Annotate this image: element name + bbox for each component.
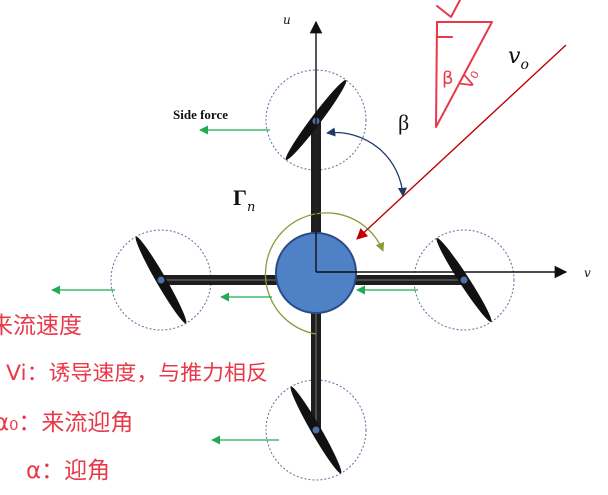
inset-v0-label: V₀ [456, 66, 484, 93]
side-force-label: Side force [173, 107, 228, 122]
inset-velocity-sketch [435, 0, 493, 128]
propeller-right [436, 237, 492, 323]
axis-u-label: u [283, 13, 291, 27]
gamma-n-label: Γn [233, 185, 255, 215]
note-freestream-aoa: α₀：来流迎角 [0, 410, 133, 436]
v0-label: vo [508, 44, 529, 73]
yaw-moment-arc [264, 212, 385, 335]
beta-angle-arc [326, 127, 407, 197]
rotor-disk-rear [265, 379, 367, 481]
propeller-left [135, 236, 187, 324]
propeller-rear [290, 386, 342, 474]
note-induced-velocity: Vi：诱导速度，与推力相反 [6, 361, 268, 385]
axis-v-label: v [584, 266, 591, 280]
note-aoa: α：迎角 [26, 458, 110, 484]
inset-beta-label: β [442, 68, 454, 89]
beta-label: β [398, 110, 409, 135]
note-freestream-speed: 来流速度 [0, 313, 82, 339]
freestream-arrow [356, 44, 567, 240]
rotor-disk-front [265, 69, 367, 171]
